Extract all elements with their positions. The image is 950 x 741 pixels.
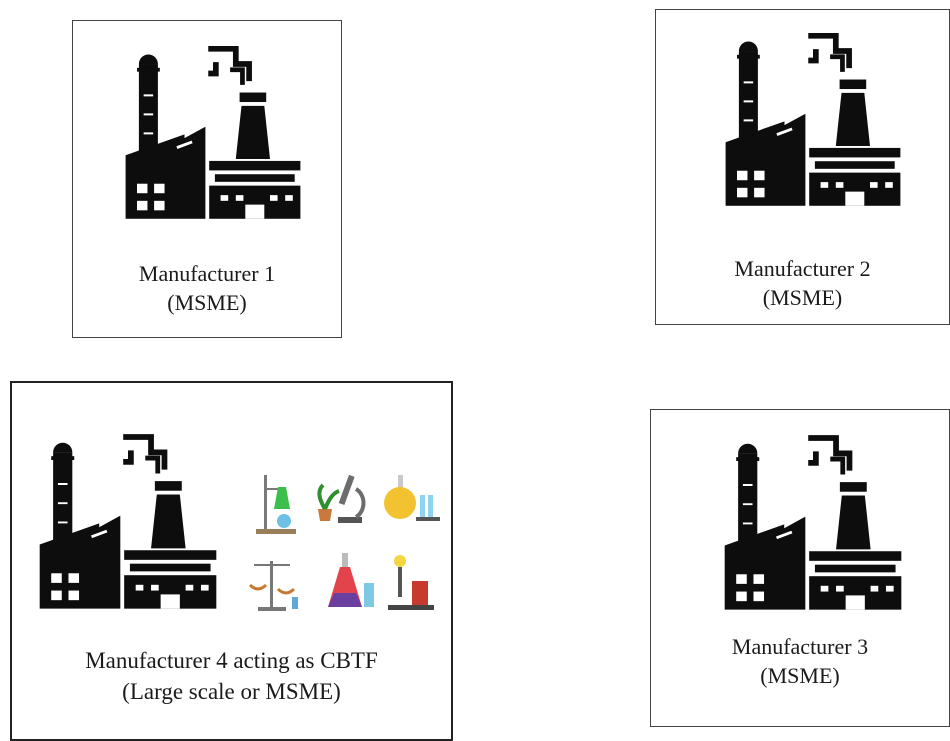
lab-equipment-icons <box>248 474 440 611</box>
round-flask-tubes-icon <box>384 475 440 521</box>
manufacturer-2-box: Manufacturer 2 (MSME) <box>655 9 950 325</box>
manufacturer-4-type: (Large scale or MSME) <box>122 679 341 704</box>
microscope-plant-icon <box>317 474 366 523</box>
manufacturer-1-box: Manufacturer 1 (MSME) <box>72 20 342 338</box>
manufacturer-3-type: (MSME) <box>760 663 840 688</box>
bunsen-burner-icon <box>388 555 434 610</box>
manufacturer-1-type: (MSME) <box>167 290 247 315</box>
factory-icon <box>717 428 909 614</box>
manufacturer-1-name: Manufacturer 1 <box>138 261 276 286</box>
factory-icon <box>32 427 224 613</box>
manufacturer-1-label: Manufacturer 1 (MSME) <box>73 259 341 317</box>
manufacturer-4-cbtf-box: Manufacturer 4 acting as CBTF (Large sca… <box>10 381 453 741</box>
balance-scale-icon <box>248 561 298 611</box>
manufacturer-4-name: Manufacturer 4 acting as CBTF <box>85 648 378 673</box>
factory-icon <box>718 28 908 208</box>
manufacturer-4-label: Manufacturer 4 acting as CBTF (Large sca… <box>12 645 451 707</box>
manufacturer-3-label: Manufacturer 3 (MSME) <box>651 632 949 690</box>
manufacturer-3-name: Manufacturer 3 <box>731 634 869 659</box>
manufacturer-2-type: (MSME) <box>762 285 843 310</box>
manufacturer-2-name: Manufacturer 2 <box>734 256 871 281</box>
manufacturer-2-label: Manufacturer 2 (MSME) <box>656 254 949 312</box>
lab-stand-flask-icon <box>256 475 296 534</box>
manufacturer-3-box: Manufacturer 3 (MSME) <box>650 409 950 727</box>
factory-icon <box>118 41 308 221</box>
erlenmeyer-flask-icon <box>328 553 374 607</box>
